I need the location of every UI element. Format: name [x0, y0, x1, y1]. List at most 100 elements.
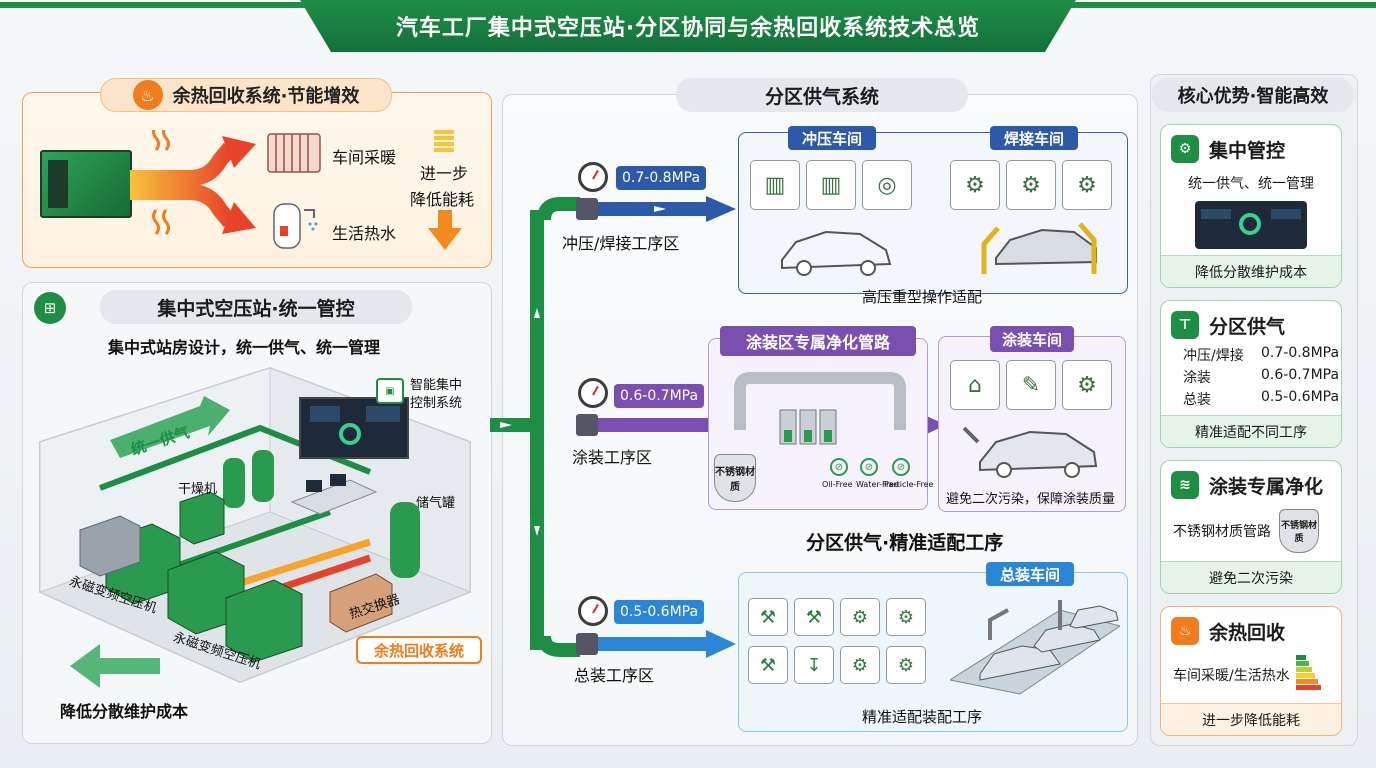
paint-caption: 避免二次污染，保障涂装质量: [946, 492, 1116, 507]
card-title: 集中管控: [1209, 139, 1286, 162]
central-station-title: 集中式空压站·统一管控: [100, 290, 412, 324]
assembly-caption: 精准适配装配工序: [862, 708, 983, 726]
spray-gun-icon: ✎: [1006, 360, 1056, 410]
zone2-pressure: 0.6-0.7MPa: [614, 384, 705, 408]
card-footer: 避免二次污染: [1161, 561, 1341, 593]
zone3-pressure: 0.5-0.6MPa: [614, 600, 705, 624]
pressure-gauge-icon: [578, 378, 608, 408]
heat-icon: ♨: [1171, 617, 1199, 645]
card-footer: 进一步降低能耗: [1161, 703, 1341, 735]
stainless-pipe-illustration: [734, 372, 906, 445]
main-pipe: [490, 197, 580, 657]
paint-car-icon: [962, 426, 1098, 478]
advantage-card-central: ⚙ 集中管控 统一供气、统一管理 降低分散维护成本: [1160, 124, 1342, 288]
coil-feeder-icon: ◎: [862, 160, 912, 210]
welding-robot-icon: ⚙: [1006, 160, 1056, 210]
zone-row-name: 总装: [1183, 392, 1211, 408]
heat-recovery-title-text: 余热回收系统·节能增效: [172, 86, 360, 107]
page-title: 汽车工厂集中式空压站·分区协同与余热回收系统技术总览: [300, 0, 1076, 52]
pressure-gauge-icon: [578, 162, 608, 192]
control-system-label-2: 控制系统: [410, 396, 463, 411]
zone-row-value: 0.6-0.7MPa: [1261, 367, 1340, 383]
down-arrow-icon: [428, 210, 462, 250]
stainless-shield-icon: 不锈钢材质: [1279, 509, 1319, 553]
energy-bar-icon: [434, 130, 454, 152]
water-free-icon: ⊘: [860, 458, 878, 476]
screwdriver-icon: ↧: [794, 646, 834, 684]
central-station-subtitle: 集中式站房设计，统一供气、统一管理: [108, 338, 381, 357]
card-footer: 降低分散维护成本: [1161, 255, 1341, 287]
stainless-badge: 不锈钢材质: [714, 454, 756, 502]
welding-robot-icon: ⚙: [950, 160, 1000, 210]
press-machine-icon: ▥: [806, 160, 856, 210]
zone-row-name: 涂装: [1183, 370, 1211, 386]
zone2-label: 涂装工序区: [572, 448, 653, 467]
heat-output-hotwater: 生活热水: [332, 224, 397, 243]
compressor-room-illustration: [38, 366, 472, 688]
zone-row-name: 冲压/焊接: [1183, 348, 1244, 364]
car-body-icon: [781, 230, 892, 276]
filter-water: Water-Free: [856, 480, 899, 489]
advantages-title: 核心优势·智能高效: [1152, 78, 1354, 112]
water-heater-icon: [273, 203, 318, 249]
oil-free-icon: ⊘: [830, 458, 848, 476]
paint-pipe-tag: 涂装区专属净化管路: [720, 326, 916, 356]
compressor-panel-icon: [48, 160, 68, 208]
top-caption: 高压重型操作适配: [862, 288, 983, 306]
assembly-line-illustration: [950, 600, 1120, 695]
card-desc: 统一供气、统一管理: [1188, 176, 1314, 192]
torque-wrench-icon: ⚒: [748, 598, 788, 636]
dashboard-icon: [1195, 201, 1307, 249]
central-bottom-text: 降低分散维护成本: [60, 702, 189, 721]
heat-icon: ♨: [132, 80, 163, 110]
heat-result-line1: 进一步: [420, 164, 469, 183]
zone-supply-title: 分区供气系统: [676, 78, 968, 112]
control-system-label-1: 智能集中: [410, 378, 463, 393]
heat-output-heating: 车间采暖: [332, 148, 397, 167]
control-system-icon: ▣: [376, 378, 404, 404]
energy-rating-icon: [1295, 655, 1322, 695]
network-icon: ⊞: [34, 292, 66, 324]
zone3-label: 总装工序区: [574, 666, 655, 685]
paint-tag: 涂装车间: [990, 326, 1074, 352]
heat-recovery-title: ♨ 余热回收系统·节能增效: [100, 78, 392, 112]
control-icon: ⚙: [1171, 135, 1199, 163]
purify-icon: ≋: [1171, 471, 1199, 499]
heat-result-line2: 降低能耗: [410, 190, 475, 209]
card-desc: 车间采暖/生活热水: [1173, 668, 1290, 684]
nutrunner-icon: ⚙: [840, 646, 880, 684]
hierarchy-icon: ⊤: [1171, 311, 1199, 339]
heat-recovery-tag: 余热回收系统: [356, 636, 482, 664]
welding-line-icon: [981, 222, 1097, 274]
zone-row-value: 0.5-0.6MPa: [1261, 389, 1340, 405]
zone1-pressure: 0.7-0.8MPa: [616, 166, 707, 190]
pressure-gauge-icon: [578, 596, 608, 626]
radiator-icon: [267, 133, 321, 173]
robot-arm-icon: ⚙: [1062, 160, 1112, 210]
paint-robot-icon: ⚙: [1062, 360, 1112, 410]
welding-tag: 焊接车间: [990, 126, 1078, 150]
air-drill-icon: ⚙: [840, 598, 880, 636]
impact-gun-icon: ⚙: [886, 598, 926, 636]
zone3-pipe-arrow: [576, 630, 736, 658]
card-desc: 不锈钢材质管路: [1173, 524, 1271, 540]
filter-oil: Oil-Free: [822, 480, 853, 489]
card-title: 涂装专属净化: [1209, 475, 1324, 498]
card-title: 余热回收: [1209, 621, 1286, 644]
spray-booth-icon: ⌂: [950, 360, 1000, 410]
press-machine-icon: ▥: [750, 160, 800, 210]
wrench-icon: ⚒: [794, 598, 834, 636]
heat-flow-arrows: [130, 130, 256, 235]
card-footer: 精准适配不同工序: [1161, 415, 1341, 447]
cordless-drill-icon: ⚙: [886, 646, 926, 684]
advantage-card-purification: ≋ 涂装专属净化 不锈钢材质管路 不锈钢材质 避免二次污染: [1160, 460, 1342, 594]
zone1-label: 冲压/焊接工序区: [562, 234, 680, 253]
assembly-tag: 总装车间: [986, 562, 1074, 586]
tank-label: 储气罐: [416, 496, 456, 511]
middle-caption: 分区供气·精准适配工序: [806, 532, 1004, 554]
filter-particle: Particle-Free: [884, 480, 934, 489]
stamping-tag: 冲压车间: [788, 126, 876, 150]
zone-pressure-list: 冲压/焊接 0.7-0.8MPa 涂装 0.6-0.7MPa 总装 0.5-0.6MP…: [1161, 345, 1341, 409]
zone-row-value: 0.7-0.8MPa: [1261, 345, 1340, 361]
